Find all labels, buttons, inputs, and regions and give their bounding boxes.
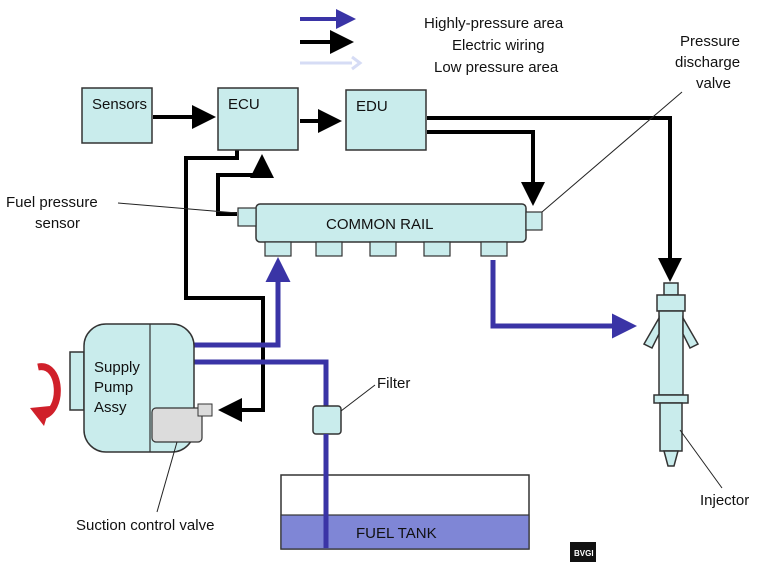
suction-control-valve-label: Suction control valve xyxy=(76,517,214,534)
fuel-tank-label: FUEL TANK xyxy=(356,525,437,542)
sensors-box: Sensors xyxy=(81,87,153,144)
suction-control-valve xyxy=(151,407,203,443)
ecu-box: ECU xyxy=(217,87,299,151)
pressure-discharge-valve-port xyxy=(525,211,543,231)
pressure-discharge-valve-label-1: Pressure xyxy=(680,33,740,50)
legend-high-pressure-label: Highly-pressure area xyxy=(424,15,564,32)
fuel-pressure-sensor-label-1: Fuel pressure xyxy=(6,194,98,211)
fuel-pressure-sensor-label-2: sensor xyxy=(35,215,80,232)
supply-pump-label-2: Pump xyxy=(94,379,133,396)
supply-pump-label-3: Assy xyxy=(94,399,127,416)
common-rail-label: COMMON RAIL xyxy=(326,216,434,233)
svg-text:BVGI: BVGI xyxy=(574,549,594,558)
logo: BVGI xyxy=(570,542,596,562)
annotations: Pressure discharge valve Fuel pressure s… xyxy=(6,33,749,534)
common-rail: COMMON RAIL xyxy=(237,203,543,257)
filter xyxy=(312,405,342,435)
supply-pump-label-1: Supply xyxy=(94,359,140,376)
edu-label: EDU xyxy=(356,98,388,115)
sensors-label: Sensors xyxy=(92,96,147,113)
fuel-tank: FUEL TANK xyxy=(280,474,530,550)
electric-wiring xyxy=(153,105,682,422)
pressure-discharge-valve-label-3: valve xyxy=(696,75,731,92)
rotation-arrow-icon xyxy=(30,363,61,426)
injector-label: Injector xyxy=(700,492,749,509)
legend-low-pressure-label: Low pressure area xyxy=(434,59,559,76)
pressure-discharge-valve-label-2: discharge xyxy=(675,54,740,71)
filter-label: Filter xyxy=(377,375,410,392)
supply-pump: Supply Pump Assy xyxy=(69,323,213,453)
edu-box: EDU xyxy=(345,89,427,151)
injector xyxy=(642,282,700,467)
ecu-label: ECU xyxy=(228,96,260,113)
legend: Highly-pressure area Electric wiring Low… xyxy=(300,9,564,76)
legend-electric-wiring-label: Electric wiring xyxy=(452,37,545,54)
fuel-pressure-sensor-port xyxy=(237,207,257,227)
